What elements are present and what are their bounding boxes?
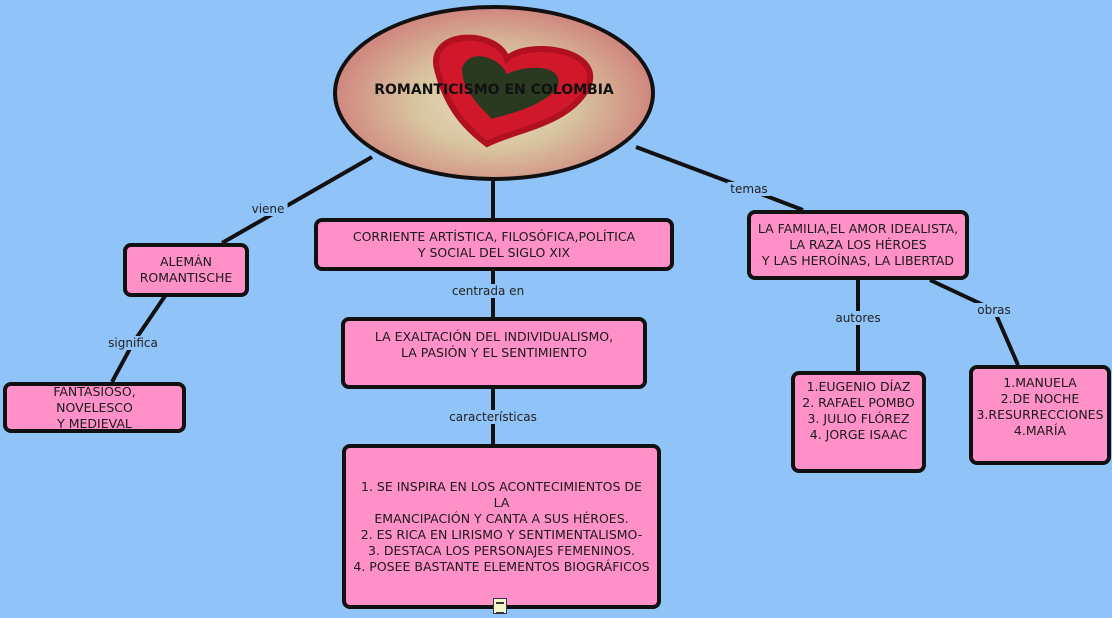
concept-exaltacion[interactable]: LA EXALTACIÓN DEL INDIVIDUALISMO, LA PAS… <box>341 317 647 389</box>
rose-heart-image <box>433 34 593 148</box>
link-label-centrada[interactable]: centrada en <box>448 284 528 298</box>
link-label-viene[interactable]: viene <box>248 202 288 216</box>
link-label-significa[interactable]: significa <box>105 336 161 350</box>
root-title: ROMANTICISMO EN COLOMBIA <box>374 82 614 98</box>
concept-caracteristicas[interactable]: 1. SE INSPIRA EN LOS ACONTECIMIENTOS DE … <box>342 444 661 609</box>
link-label-caracteristicas[interactable]: características <box>446 410 540 424</box>
link-label-autores[interactable]: autores <box>832 311 884 325</box>
concept-temas[interactable]: LA FAMILIA,EL AMOR IDEALISTA, LA RAZA LO… <box>747 210 969 280</box>
concept-aleman[interactable]: ALEMÁN ROMANTISCHE <box>123 243 249 297</box>
link-temas <box>635 145 804 212</box>
concept-fantasioso[interactable]: FANTASIOSO, NOVELESCO Y MEDIEVAL <box>3 382 186 433</box>
attached-document-icon[interactable] <box>493 598 507 614</box>
link-label-obras[interactable]: obras <box>974 303 1014 317</box>
concept-obras[interactable]: 1.MANUELA 2.DE NOCHE 3.RESURRECCIONES 4.… <box>969 365 1111 465</box>
link-obras <box>929 278 1020 366</box>
root-concept-romanticismo[interactable]: ROMANTICISMO EN COLOMBIA <box>333 5 655 181</box>
concept-corriente[interactable]: CORRIENTE ARTÍSTICA, FILOSÓFICA,POLÍTICA… <box>314 218 674 271</box>
link-label-temas[interactable]: temas <box>727 182 771 196</box>
concept-autores[interactable]: 1.EUGENIO DÍAZ 2. RAFAEL POMBO 3. JULIO … <box>791 371 926 473</box>
